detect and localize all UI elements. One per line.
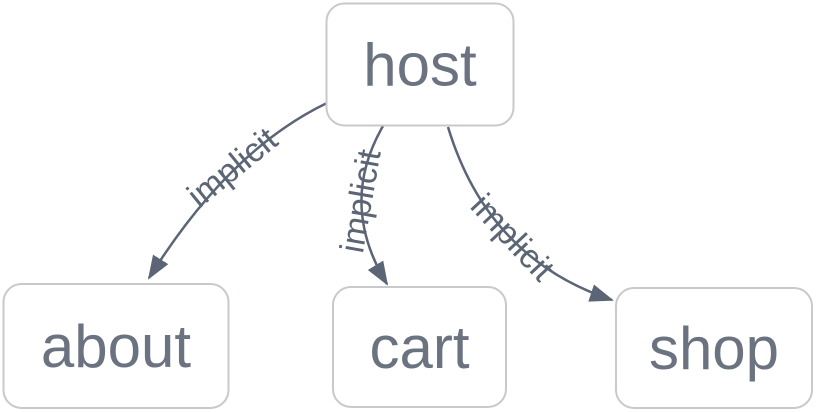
node-host: host [325,2,515,127]
edge-host-about-label: implicit [180,120,285,215]
edge-host-about-path [147,101,328,280]
edge-host-cart-path [360,125,389,286]
node-about: about [2,283,230,409]
node-shop-label: shop [649,315,779,382]
node-about-label: about [41,313,191,380]
node-cart-box [332,286,507,408]
node-host-box [325,2,515,127]
edge-host-shop-path [446,126,614,302]
edge-host-shop [446,126,614,302]
node-shop-box [615,287,813,409]
node-about-box [2,283,230,409]
node-host-label: host [363,32,477,99]
edge-host-about [147,101,328,280]
node-cart-label: cart [369,314,469,381]
node-cart: cart [332,286,507,408]
edge-host-cart-label: implicit [333,146,389,255]
edge-host-shop-label: implicit [463,187,562,289]
edge-host-cart [360,125,389,286]
node-shop: shop [615,287,813,409]
